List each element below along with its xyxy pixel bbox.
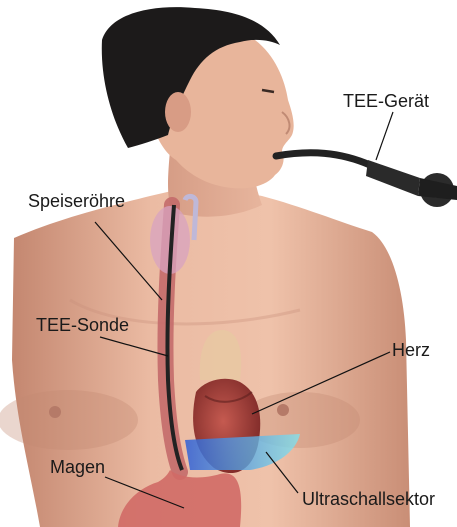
label-magen: Magen	[50, 458, 105, 476]
nipple-left	[49, 406, 61, 418]
head	[102, 7, 294, 188]
label-speiseroehre: Speiseröhre	[28, 192, 125, 210]
tee-device	[276, 153, 457, 207]
label-ultraschallsektor: Ultraschallsektor	[302, 490, 435, 508]
ear	[165, 92, 191, 132]
label-herz: Herz	[392, 341, 430, 359]
nipple-right	[277, 404, 289, 416]
label-tee-geraet: TEE-Gerät	[343, 92, 429, 110]
callout-line-tee-geraet	[376, 112, 393, 160]
label-tee-sonde: TEE-Sonde	[36, 316, 129, 334]
